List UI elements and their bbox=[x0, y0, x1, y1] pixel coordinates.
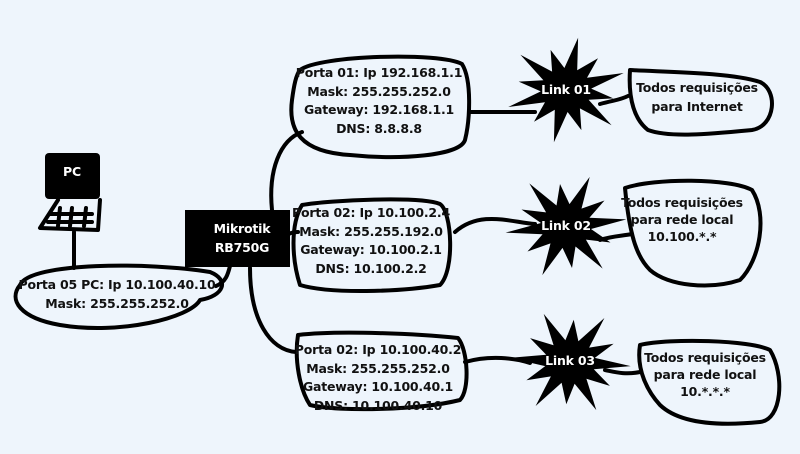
dest2-line: Todos requisições bbox=[621, 195, 743, 210]
port2-dns: DNS: 10.100.2.2 bbox=[315, 260, 427, 276]
pc-port-mask: Mask: 255.255.252.0 bbox=[45, 295, 189, 311]
port3-info: Porta 02: Ip 10.100.40.2 Mask: 255.255.2… bbox=[294, 341, 462, 415]
port1-ip: Porta 01: Ip 192.168.1.1 bbox=[295, 65, 463, 80]
keyboard-icon bbox=[38, 198, 102, 232]
link2-label: Link 02 bbox=[541, 218, 591, 233]
connector-router-port1 bbox=[269, 130, 304, 212]
router-name: Mikrotik bbox=[213, 221, 271, 236]
router-box[interactable] bbox=[185, 210, 290, 267]
router-label[interactable]: Mikrotik RB750G bbox=[214, 220, 271, 257]
port2-ip: Porta 02: Ip 10.100.2.4 bbox=[292, 205, 450, 220]
port1-dns: DNS: 8.8.8.8 bbox=[336, 120, 422, 136]
link1-label: Link 01 bbox=[541, 82, 591, 97]
dest3-line: 10.*.*.* bbox=[680, 384, 730, 399]
port2-mask: Mask: 255.255.192.0 bbox=[299, 223, 443, 239]
dest2-info: Todos requisições para rede local 10.100… bbox=[621, 194, 743, 245]
link1-starburst bbox=[508, 37, 624, 143]
port2-gateway: Gateway: 10.100.2.1 bbox=[300, 242, 442, 257]
port2-bubble bbox=[291, 197, 453, 293]
pc-port-info: Porta 05 PC: Ip 10.100.40.10 Mask: 255.2… bbox=[19, 276, 216, 313]
connector-link1-dest1 bbox=[598, 94, 630, 106]
connector-port2-link2 bbox=[453, 217, 537, 234]
port3-mask: Mask: 255.255.252.0 bbox=[306, 360, 450, 376]
connector-port3-link3 bbox=[463, 355, 532, 365]
pc-monitor bbox=[45, 153, 100, 199]
port1-info: Porta 01: Ip 192.168.1.1 Mask: 255.255.2… bbox=[295, 64, 463, 138]
connector-pc-router bbox=[214, 264, 232, 288]
port1-bubble bbox=[289, 54, 472, 160]
connector-router-port3 bbox=[248, 266, 298, 354]
dest2-line: 10.100.*.* bbox=[647, 229, 717, 244]
dest1-bubble bbox=[627, 68, 774, 137]
link3-starburst bbox=[509, 313, 631, 411]
port1-gateway: Gateway: 192.168.1.1 bbox=[303, 102, 455, 117]
connector-link3-dest3 bbox=[603, 368, 642, 376]
dest3-bubble bbox=[637, 338, 782, 426]
port3-dns: DNS: 10.100.40.10 bbox=[313, 397, 443, 413]
pc-label: PC bbox=[63, 164, 81, 179]
pc-port-ip: Porta 05 PC: Ip 10.100.40.10 bbox=[18, 277, 216, 292]
port3-gateway: Gateway: 10.100.40.1 bbox=[302, 379, 454, 394]
port1-mask: Mask: 255.255.252.0 bbox=[307, 83, 451, 99]
dest3-line: para rede local bbox=[653, 367, 757, 382]
dest2-bubble bbox=[623, 178, 763, 288]
port3-bubble bbox=[294, 330, 469, 412]
dest1-line: Todos requisições bbox=[636, 80, 758, 95]
dest2-line: para rede local bbox=[630, 212, 734, 227]
dest3-info: Todos requisições para rede local 10.*.*… bbox=[644, 349, 766, 400]
link2-starburst bbox=[505, 176, 627, 276]
link3-label: Link 03 bbox=[545, 353, 595, 368]
dest1-line: para Internet bbox=[651, 98, 743, 114]
router-model: RB750G bbox=[214, 239, 270, 255]
dest1-info: Todos requisições para Internet bbox=[636, 79, 758, 116]
port2-info: Porta 02: Ip 10.100.2.4 Mask: 255.255.19… bbox=[292, 204, 450, 278]
dest3-line: Todos requisições bbox=[644, 350, 766, 365]
pc-port-bubble bbox=[13, 263, 224, 330]
port3-ip: Porta 02: Ip 10.100.40.2 bbox=[294, 342, 462, 357]
